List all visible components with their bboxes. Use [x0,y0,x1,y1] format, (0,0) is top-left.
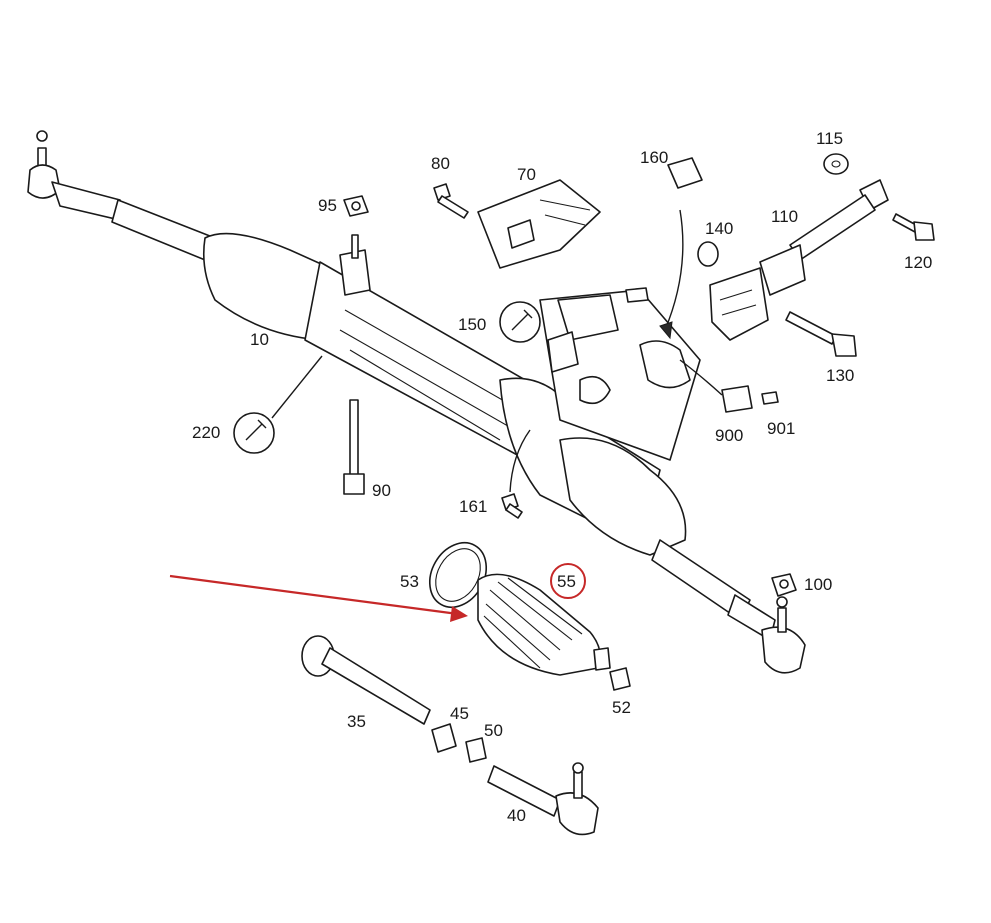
intermediate-shaft-110 [709,179,889,341]
label-160: 160 [640,148,668,167]
label-100: 100 [804,575,832,594]
label-150: 150 [458,315,486,334]
connector-900 [679,359,779,413]
bolt-80 [433,183,469,219]
label-53: 53 [400,572,419,591]
inner-tie-rod-35 [301,635,431,725]
nut-100 [771,573,797,597]
label-10: 10 [250,330,269,349]
boot-55 [477,573,611,676]
highlight-circle [550,563,586,599]
label-45: 45 [450,704,469,723]
label-35: 35 [347,712,366,731]
steering-rack-body [111,199,701,556]
label-55: 55 [557,572,576,591]
label-901: 901 [767,419,795,438]
label-95: 95 [318,196,337,215]
label-80: 80 [431,154,450,173]
wrench-symbol-150 [499,301,541,343]
label-90: 90 [372,481,391,500]
label-40: 40 [507,806,526,825]
sensor-150 [547,287,649,373]
label-115: 115 [816,129,843,148]
sleeve-160 [659,157,703,340]
label-161: 161 [459,497,487,516]
bracket-70 [477,179,601,269]
label-220: 220 [192,423,220,442]
outer-tie-rod-40 [487,762,599,836]
label-50: 50 [484,721,503,740]
wrench-symbol-220 [233,355,323,454]
part-50 [465,737,487,763]
label-140: 140 [705,219,733,238]
nut-95 [343,195,369,217]
left-tie-rod-end [27,130,129,223]
washer-115 [823,153,849,175]
bolt-130 [785,311,857,357]
washer-140 [697,241,719,267]
label-52: 52 [612,698,631,717]
label-130: 130 [826,366,854,385]
bolt-161 [501,429,531,519]
label-120: 120 [904,253,932,272]
highlight-arrow [169,574,468,622]
clip-52 [609,667,631,691]
label-900: 900 [715,426,743,445]
right-tie-rod-end [651,539,806,674]
label-110: 110 [771,207,798,226]
bolt-120 [892,213,935,241]
part-45 [431,723,457,753]
label-70: 70 [517,165,536,184]
clamp-53 [428,542,488,608]
bolt-90 [343,399,365,495]
